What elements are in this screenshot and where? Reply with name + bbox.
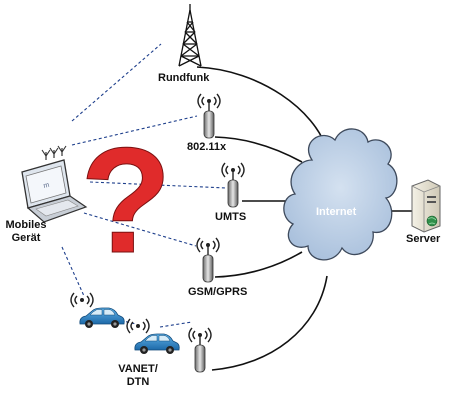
label-mobile-device: Mobiles Gerät: [0, 219, 52, 245]
gsm-antenna-icon: [197, 238, 219, 282]
broadcast-tower-icon: [178, 4, 202, 67]
label-vanet-line1: VANET/: [118, 363, 158, 375]
car-waves-icon: [126, 318, 150, 334]
vanet-antenna-icon: [189, 328, 211, 372]
signal-line: [71, 115, 198, 146]
signal-line: [83, 212, 197, 247]
car-icon: [134, 333, 180, 355]
label-mobile-line2: Gerät: [11, 232, 41, 244]
label-wifi: 802.11x: [187, 141, 227, 153]
link-wifi-internet: [214, 136, 303, 163]
svg-text:m: m: [43, 182, 51, 190]
question-mark: ?: [80, 116, 172, 284]
signal-line: [61, 246, 85, 297]
label-mobile-line1: Mobiles: [5, 219, 47, 231]
signal-line: [159, 321, 193, 328]
car-waves-icon: [70, 292, 94, 308]
label-broadcast: Rundfunk: [158, 72, 210, 84]
link-gsm-internet: [214, 251, 303, 278]
umts-antenna-icon: [222, 163, 244, 207]
laptop-icon: m: [21, 145, 88, 223]
internet-cloud: [283, 128, 398, 261]
label-umts: UMTS: [215, 211, 247, 223]
wifi-antenna-icon: [198, 94, 220, 138]
car-icon: [79, 307, 125, 329]
link-vanet-internet: [211, 275, 328, 371]
label-vanet-line2: DTN: [126, 376, 150, 388]
label-gsm: GSM/GPRS: [188, 286, 248, 298]
label-server: Server: [406, 233, 441, 245]
signal-line: [71, 43, 162, 122]
label-internet: Internet: [316, 206, 357, 218]
server-icon: [411, 179, 441, 233]
label-vanet: VANET/ DTN: [111, 363, 165, 389]
signal-line: [89, 181, 227, 189]
